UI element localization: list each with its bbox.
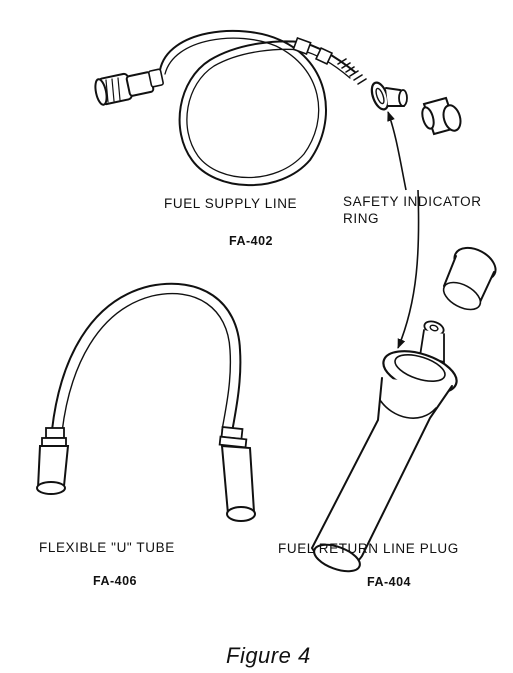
u-tube-inner (61, 292, 232, 433)
flexible-u-tube-label: FLEXIBLE "U" TUBE (39, 540, 175, 555)
leader-arrow-to-plug-ring (397, 189, 420, 349)
flexible-u-tube-code: FA-406 (93, 574, 137, 588)
u-tube-right-fitting (218, 425, 256, 522)
return-plug-body (310, 377, 453, 567)
safety-indicator-ring-label-line2: RING (343, 211, 380, 226)
supply-hose-coil-inner (164, 37, 320, 179)
u-tube-outer (51, 282, 242, 433)
leader-arrow-to-supply-ring (387, 111, 407, 191)
supply-line-cap (421, 96, 462, 136)
flexible-u-tube-illustration (36, 282, 256, 522)
u-tube-left-fitting (36, 427, 70, 495)
fuel-return-line-plug-code: FA-404 (367, 575, 411, 589)
fuel-return-line-plug-label: FUEL RETURN LINE PLUG (278, 541, 459, 556)
safety-ring-leader-arrows (387, 111, 420, 349)
supply-left-coupling (94, 68, 164, 106)
supply-right-fittings (292, 36, 408, 111)
fuel-return-line-plug-illustration (310, 246, 497, 573)
figure-caption: Figure 4 (226, 643, 311, 668)
supply-hose-coil (159, 29, 327, 187)
fuel-supply-line-label: FUEL SUPPLY LINE (164, 196, 298, 211)
fuel-supply-line-code: FA-402 (229, 234, 273, 248)
return-plug-base (313, 543, 361, 573)
return-plug-cap (442, 246, 497, 311)
safety-indicator-ring-label-line1: SAFETY INDICATOR (343, 194, 482, 209)
fuel-supply-line-illustration (94, 29, 462, 187)
